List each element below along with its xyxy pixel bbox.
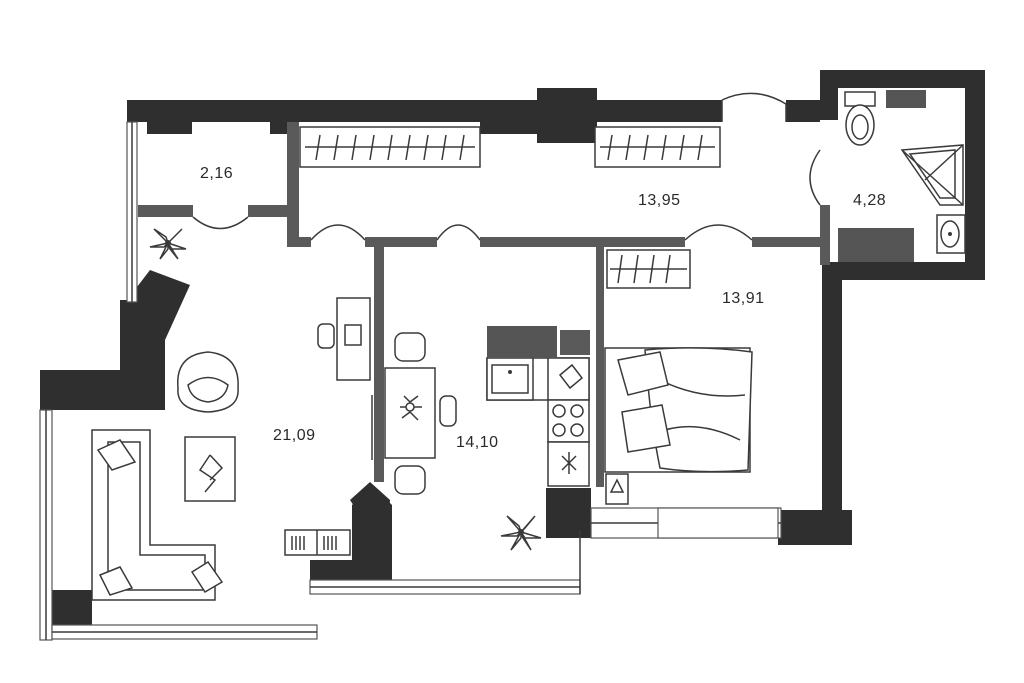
plant-icon xyxy=(500,515,542,551)
partition-storage-bottom-2 xyxy=(248,205,288,217)
outer-walls xyxy=(40,70,985,632)
lamp-icon xyxy=(609,478,625,493)
partition-living-kitchen xyxy=(374,247,384,482)
nightstand xyxy=(605,473,629,505)
wall-column-top xyxy=(537,88,597,143)
door-bedroom xyxy=(684,224,753,241)
plant-icon xyxy=(149,228,187,260)
wall-bathroom xyxy=(820,70,985,280)
stove-icon xyxy=(547,399,590,443)
partition-bath-left xyxy=(820,205,830,265)
fridge xyxy=(547,441,590,487)
room-area-bathroom: 4,28 xyxy=(853,192,886,209)
partition-storage-bottom xyxy=(138,205,193,217)
room-area-bedroom: 13,91 xyxy=(722,290,765,307)
wall-kitchen-column-b xyxy=(310,485,392,580)
pillow-icon xyxy=(190,560,224,594)
doors xyxy=(192,92,821,241)
dining-table-icon xyxy=(371,332,457,495)
plant-icon xyxy=(400,395,422,421)
wall-right xyxy=(822,262,842,512)
chair-icon xyxy=(394,332,426,362)
pillow-icon xyxy=(621,404,671,453)
wardrobe-hall-2 xyxy=(594,126,721,168)
bath-shelf xyxy=(886,90,926,108)
pillow-icon xyxy=(96,439,137,471)
partition-hall-bottom-c xyxy=(480,237,685,247)
partition-hall-bottom-d xyxy=(752,237,822,247)
room-area-hallway: 13,95 xyxy=(638,192,681,209)
wall-kitchen-bedroom-column xyxy=(546,488,591,538)
coffee-table xyxy=(184,436,236,502)
sofa-icon xyxy=(91,429,224,601)
wall-right-corner xyxy=(778,510,852,545)
washing-machine xyxy=(838,228,914,262)
room-area-living-room: 21,09 xyxy=(273,427,316,444)
partition-hall-bottom-a xyxy=(299,237,311,247)
desk-icon xyxy=(317,297,371,381)
partition-kitchen-bedroom xyxy=(596,247,604,487)
shower-icon xyxy=(900,144,964,206)
wall-storage-lip xyxy=(147,122,192,134)
wall-bath-entry xyxy=(786,100,820,122)
toilet-icon xyxy=(844,91,876,146)
partition-hall-bottom-b xyxy=(365,237,437,247)
room-area-storage: 2,16 xyxy=(200,165,233,182)
pillow-icon xyxy=(98,566,134,596)
wall-top-left xyxy=(127,100,537,122)
room-area-kitchen: 14,10 xyxy=(456,434,499,451)
armchair-icon xyxy=(177,351,239,413)
kitchen-counter xyxy=(486,357,590,401)
chair-icon xyxy=(317,323,335,349)
bookshelf-icon xyxy=(284,529,351,556)
door-storage xyxy=(192,216,249,230)
counter-block xyxy=(547,357,590,401)
window-bedroom-pane xyxy=(657,507,779,539)
windows xyxy=(39,121,782,641)
door-kitchen xyxy=(436,224,481,241)
chair-icon xyxy=(439,395,457,427)
partitions xyxy=(138,122,830,487)
door-living xyxy=(310,224,366,241)
bed-icon xyxy=(604,347,753,473)
partition-storage-right xyxy=(287,122,299,247)
sink-icon xyxy=(936,214,966,254)
wall-top-lip xyxy=(480,122,537,134)
door-bathroom xyxy=(809,149,821,206)
wardrobe-hall-1 xyxy=(299,126,481,168)
partition-kitchen-niche xyxy=(560,330,590,355)
wall-left-column xyxy=(40,270,190,410)
pillow-icon xyxy=(617,351,669,396)
chair-icon xyxy=(394,465,426,495)
door-entrance xyxy=(721,92,787,105)
wall-top-right xyxy=(597,100,722,122)
wardrobe-bedroom xyxy=(606,249,691,289)
kitchen-niche xyxy=(487,326,557,358)
